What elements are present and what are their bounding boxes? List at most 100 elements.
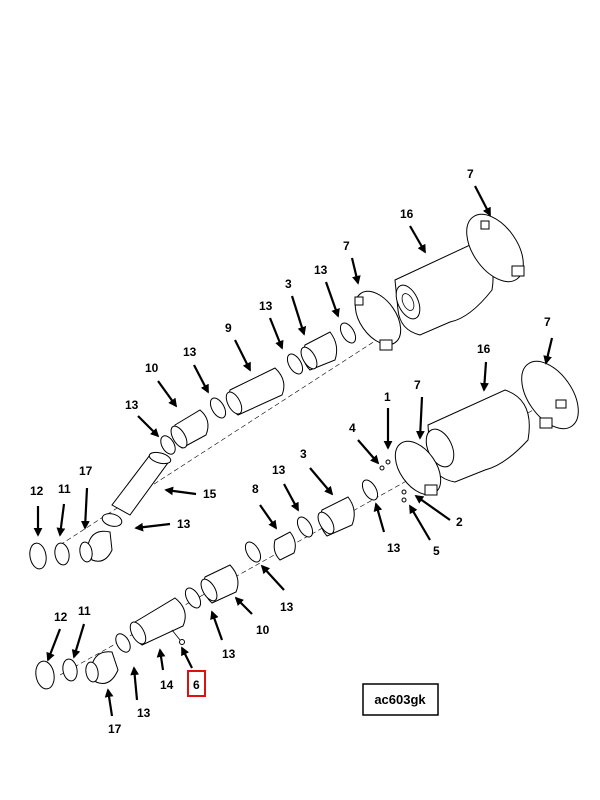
svg-text:7: 7 — [467, 167, 474, 181]
svg-text:7: 7 — [343, 239, 350, 253]
clamp-upper-right — [466, 213, 525, 283]
screw-5 — [401, 497, 407, 503]
hose-10-upper — [170, 409, 209, 449]
svg-text:12: 12 — [54, 610, 68, 624]
svg-text:17: 17 — [79, 464, 93, 478]
callout-2: 2 — [414, 494, 463, 529]
hose-10-lower — [200, 564, 239, 604]
svg-text:13: 13 — [222, 647, 236, 661]
svg-text:16: 16 — [400, 207, 414, 221]
svg-text:7: 7 — [414, 378, 421, 392]
elbow-17-lower — [85, 651, 119, 684]
ring-13-lower-c — [244, 541, 262, 563]
adapter-8 — [273, 531, 296, 561]
svg-text:13: 13 — [387, 541, 401, 555]
callout-11-lower: 11 — [71, 604, 91, 659]
ring-13-upper-e — [101, 513, 123, 527]
callout-4: 4 — [349, 421, 380, 465]
svg-text:3: 3 — [285, 277, 292, 291]
callout-13-lower-d: 13 — [210, 610, 236, 661]
tube-14 — [129, 597, 186, 646]
clamp-lower-right — [521, 360, 579, 430]
svg-text:16: 16 — [477, 342, 491, 356]
tube-9 — [225, 367, 285, 416]
ring-13-upper-d — [160, 435, 176, 455]
figure-code-box: ac603gk — [362, 683, 439, 716]
ring-13-upper-a — [339, 322, 357, 344]
ring-13-lower-d — [184, 587, 202, 609]
svg-text:9: 9 — [225, 321, 232, 335]
svg-text:11: 11 — [58, 482, 71, 496]
callout-7-lower-right: 7 — [543, 315, 554, 365]
svg-text:8: 8 — [252, 482, 259, 496]
fitting-6 — [171, 629, 185, 645]
ring-13-lower-e — [115, 633, 131, 653]
callout-13-lower-b: 13 — [272, 463, 299, 512]
callout-13-upper-c: 13 — [183, 345, 209, 394]
callout-15: 15 — [164, 486, 217, 501]
ring-13-upper-b — [286, 353, 304, 375]
callout-6-highlight — [187, 670, 206, 697]
callout-7-upper-left: 7 — [343, 239, 361, 285]
svg-text:7: 7 — [544, 315, 551, 329]
washer-2 — [401, 489, 407, 495]
callout-3-lower: 3 — [300, 447, 334, 496]
callout-6: 6 — [181, 646, 206, 697]
callout-12-lower: 12 — [46, 610, 68, 662]
callout-13-upper-a: 13 — [314, 263, 340, 318]
svg-text:15: 15 — [203, 487, 217, 501]
ring-13-lower-b — [296, 516, 314, 538]
callout-10-upper: 10 — [145, 361, 178, 408]
callout-14: 14 — [156, 648, 174, 692]
svg-text:11: 11 — [78, 604, 91, 618]
svg-text:5: 5 — [433, 544, 440, 558]
svg-text:4: 4 — [349, 421, 356, 435]
callout-1: 1 — [383, 390, 393, 450]
upper-assembly — [29, 213, 525, 570]
svg-text:13: 13 — [314, 263, 328, 277]
svg-text:13: 13 — [137, 706, 151, 720]
callout-16-lower: 16 — [477, 342, 491, 392]
svg-text:6: 6 — [193, 678, 200, 692]
nut-4 — [379, 465, 385, 471]
callout-10-lower: 10 — [234, 596, 270, 637]
callout-13-lower-c: 13 — [260, 564, 294, 614]
cap-11-lower — [62, 658, 78, 682]
callout-8: 8 — [252, 482, 278, 530]
cap-11-upper — [54, 542, 70, 566]
svg-text:13: 13 — [183, 345, 197, 359]
svg-text:13: 13 — [259, 299, 273, 313]
svg-text:13: 13 — [272, 463, 286, 477]
callout-13-upper-e: 13 — [134, 517, 191, 532]
clamp-upper-left — [354, 290, 402, 351]
callout-13-upper-b: 13 — [259, 299, 284, 350]
clamp-12-lower — [35, 660, 55, 690]
lower-assembly — [35, 360, 579, 690]
callout-17-lower: 17 — [104, 688, 122, 736]
svg-text:3: 3 — [300, 447, 307, 461]
svg-text:14: 14 — [160, 678, 174, 692]
clamp-lower-left — [394, 440, 442, 496]
svg-text:17: 17 — [108, 722, 122, 736]
pipe-15 — [111, 451, 172, 516]
callout-11-upper: 11 — [56, 482, 71, 537]
callouts: 7 16 7 13 3 13 9 13 — [30, 167, 554, 736]
callout-13-lower-a: 13 — [373, 502, 401, 555]
callout-9: 9 — [225, 321, 251, 372]
svg-text:13: 13 — [280, 600, 294, 614]
callout-16-top: 16 — [400, 207, 426, 254]
svg-text:13: 13 — [177, 517, 191, 531]
svg-text:2: 2 — [456, 515, 463, 529]
svg-text:10: 10 — [145, 361, 159, 375]
air-cleaner-upper — [394, 244, 494, 336]
callout-5: 5 — [409, 504, 440, 558]
callout-7-top: 7 — [467, 167, 491, 217]
callout-13-upper-d: 13 — [125, 398, 160, 438]
svg-text:13: 13 — [125, 398, 139, 412]
clamp-12-upper — [29, 542, 47, 570]
callout-13-lower-e: 13 — [130, 666, 151, 720]
ring-13-lower-a — [361, 479, 379, 501]
elbow-17-upper — [79, 530, 113, 563]
ring-13-upper-c — [209, 397, 227, 419]
coupling-3-lower — [317, 496, 355, 537]
